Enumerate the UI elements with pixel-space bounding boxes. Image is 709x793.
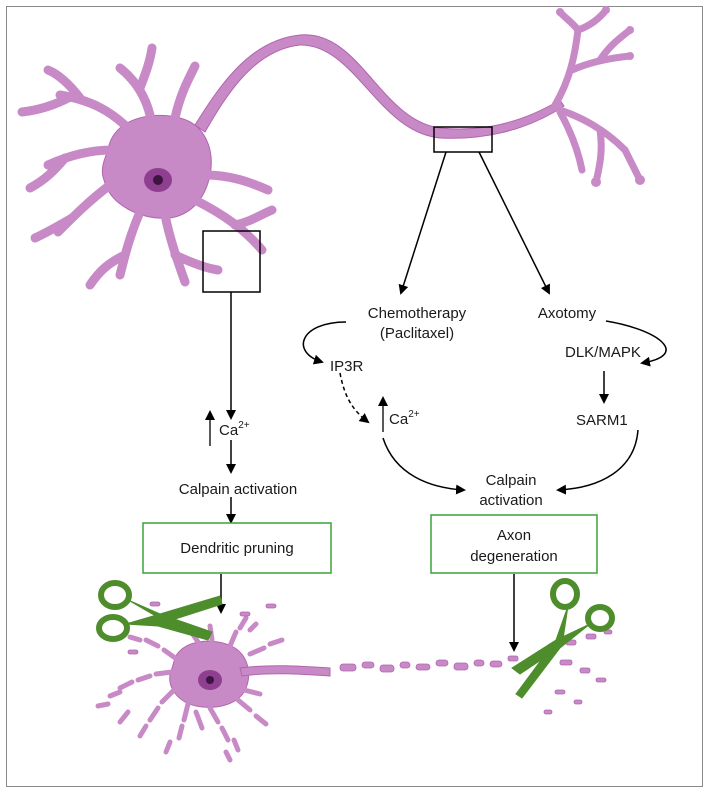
axon-label-1: Axon (497, 527, 531, 544)
axotomy-label: Axotomy (538, 305, 597, 322)
healthy-neuron (17, 6, 645, 290)
axon-fragments (127, 601, 613, 715)
dendrite-fragments (95, 615, 285, 763)
chemotherapy-label: Chemotherapy (368, 305, 467, 322)
axon-label-2: degeneration (470, 548, 558, 565)
axon-zoom-box (433, 126, 493, 153)
arrow-axotomy-to-dlk (605, 320, 667, 367)
arrow-sarm1-to-calpain (556, 429, 639, 495)
dendritic-pruning-box (142, 522, 332, 574)
sarm1-label: SARM1 (576, 412, 628, 429)
dendritic-pruning-label: Dendritic pruning (180, 540, 293, 557)
scissors-icon (511, 578, 615, 699)
nucleolus (153, 175, 163, 185)
arrow-axon-to-axotomy (478, 151, 550, 295)
paclitaxel-label: (Paclitaxel) (380, 325, 454, 342)
scissors-icon (96, 580, 223, 642)
calpain-right-label-1: Calpain (486, 472, 537, 489)
ca-left-label: Ca2+ (219, 420, 250, 439)
axon-degeneration-box (430, 514, 598, 574)
dlk-mapk-label: DLK/MAPK (565, 344, 641, 361)
arrow-axon-to-chemo (398, 151, 447, 295)
calpain-right-label-2: activation (479, 492, 542, 509)
arrow-chemo-to-ip3r (302, 321, 347, 365)
ca-right-label: Ca2+ (389, 409, 420, 428)
arrow-ip3r-to-ca (339, 372, 370, 424)
arrow-ca-to-calpain-right (382, 437, 466, 495)
pathway-arrows (216, 151, 667, 652)
ip3r-label: IP3R (330, 358, 364, 375)
degenerating-neuron (169, 640, 331, 708)
calpain-activation-left-label: Calpain activation (179, 481, 297, 498)
